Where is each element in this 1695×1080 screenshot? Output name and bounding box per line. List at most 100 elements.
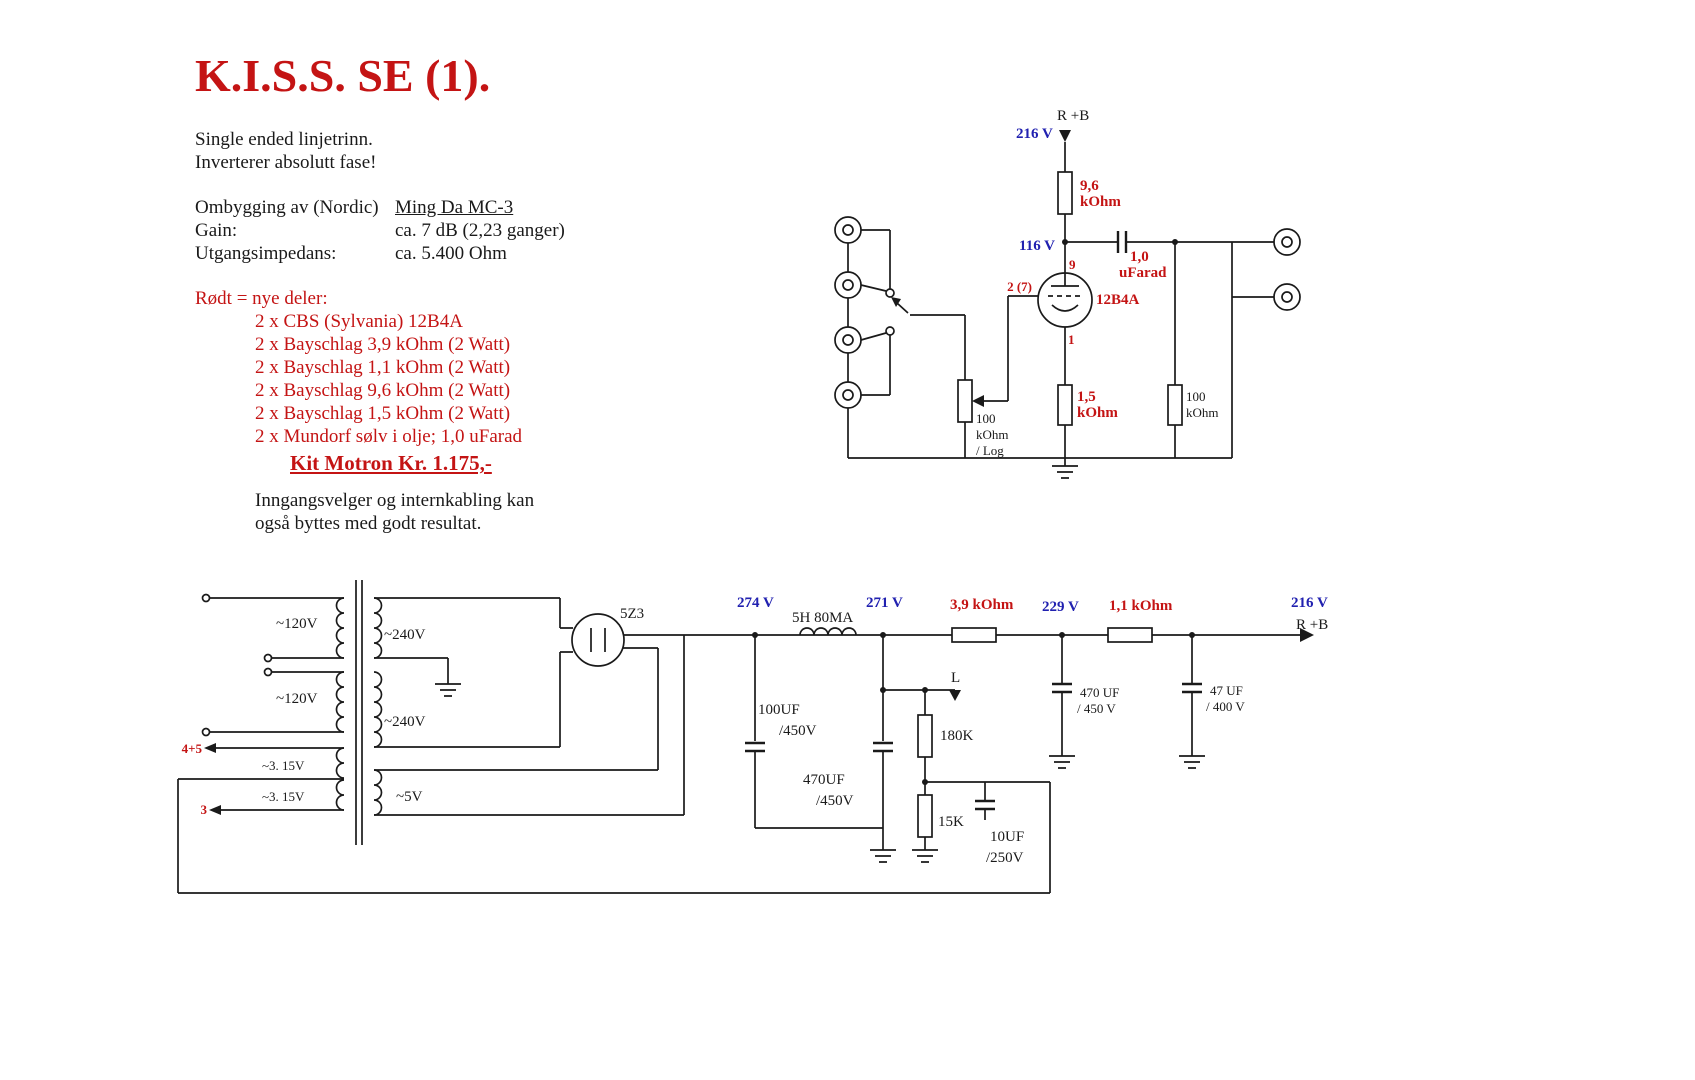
primary-terminal bbox=[263, 653, 273, 663]
rload-value: 100 bbox=[1186, 389, 1206, 404]
gain-label: Gain: bbox=[195, 220, 238, 241]
page-title: K.I.S.S. SE (1). bbox=[195, 50, 491, 101]
tap-4-5-label: 4+5 bbox=[182, 741, 203, 756]
resistor-15k bbox=[917, 794, 933, 838]
cap-10uf-value: 10UF bbox=[990, 829, 1024, 845]
junction-dot bbox=[922, 779, 928, 785]
impedance-value: ca. 5.400 Ohm bbox=[395, 243, 507, 264]
choke-label: 5H 80MA bbox=[792, 610, 853, 626]
tube-envelope bbox=[571, 613, 625, 667]
junction-dot bbox=[752, 632, 758, 638]
input-jacks bbox=[834, 216, 862, 409]
cap-value: 1,0 bbox=[1130, 249, 1149, 265]
junction-dot bbox=[1062, 239, 1068, 245]
resistor-15k-label: 15K bbox=[938, 814, 964, 830]
rect-heater-label: ~5V bbox=[396, 789, 423, 805]
cap-10uf bbox=[975, 799, 995, 811]
intro-line-1: Single ended linjetrinn. bbox=[195, 129, 373, 150]
ground-symbol bbox=[1179, 755, 1205, 769]
gain-value: ca. 7 dB (2,23 ganger) bbox=[395, 220, 565, 241]
triode-12b4a bbox=[1037, 272, 1093, 328]
voltage-116: 116 V bbox=[1019, 238, 1055, 254]
impedance-label: Utgangsimpedans: bbox=[195, 243, 337, 264]
ground-symbol bbox=[1052, 465, 1078, 479]
rebuild-value: Ming Da MC-3 bbox=[395, 197, 514, 218]
new-parts-block: Rødt = nye deler: 2 x CBS (Sylvania) 12B… bbox=[195, 287, 715, 475]
pot-value: 100 bbox=[976, 411, 996, 426]
cap-100uf-volt: /450V bbox=[779, 723, 817, 739]
tube-cathode bbox=[1051, 304, 1079, 312]
ground-symbol bbox=[912, 849, 938, 863]
spec-gain: Gain: ca. 7 dB (2,23 ganger) bbox=[195, 219, 715, 242]
cap-470uf-b-volt: / 450 V bbox=[1077, 701, 1116, 716]
rectifier-5z3 bbox=[571, 613, 625, 667]
pot-unit: kOhm bbox=[976, 427, 1009, 442]
spec-impedance: Utgangsimpedans: ca. 5.400 Ohm bbox=[195, 242, 715, 265]
cap-470uf-b bbox=[1052, 682, 1072, 694]
heater2-label: ~3. 15V bbox=[262, 789, 305, 804]
linestage-supply-label: R +B bbox=[1057, 108, 1089, 124]
cap-470uf-a-value: 470UF bbox=[803, 772, 845, 788]
cap-470uf-a bbox=[873, 741, 893, 753]
junction-dot bbox=[922, 687, 928, 693]
rail-output-arrow bbox=[1300, 628, 1314, 642]
volume-pot bbox=[957, 379, 973, 423]
rebuild-label: Ombygging av (Nordic) bbox=[195, 197, 379, 218]
text-column: K.I.S.S. SE (1). Single ended linjetrinn… bbox=[195, 50, 715, 535]
hv-winding-1 bbox=[373, 597, 383, 659]
pot-wiper-arrow bbox=[972, 395, 984, 407]
new-parts-heading: Rødt = nye deler: bbox=[195, 288, 328, 309]
voltage-216-rail: 216 V bbox=[1291, 595, 1328, 611]
primary-winding-1 bbox=[335, 597, 345, 659]
resistor-1k1 bbox=[1107, 627, 1153, 643]
part-item: 2 x Bayschlag 1,1 kOhm (2 Watt) bbox=[255, 357, 511, 378]
primary-terminal bbox=[201, 593, 211, 603]
specs-block: Ombygging av (Nordic) Ming Da MC-3 Gain:… bbox=[195, 196, 715, 265]
note-block: Inngangsvelger og internkabling kan også… bbox=[195, 489, 715, 535]
junction-dot bbox=[880, 687, 886, 693]
primary-terminal bbox=[263, 667, 273, 677]
voltage-274: 274 V bbox=[737, 595, 774, 611]
supply-arrow-down bbox=[1059, 130, 1071, 142]
heater1-label: ~3. 15V bbox=[262, 758, 305, 773]
primary2-label: ~120V bbox=[276, 691, 318, 707]
resistor-1k5 bbox=[1057, 384, 1073, 426]
note-line-1: Inngangsvelger og internkabling kan bbox=[255, 490, 535, 511]
junction-dot bbox=[1189, 632, 1195, 638]
cap-470uf-b-value: 470 UF bbox=[1080, 685, 1119, 700]
choke-coil bbox=[799, 627, 857, 636]
tap-4-5-arrow bbox=[204, 743, 216, 753]
resistor-9k6-unit: kOhm bbox=[1080, 194, 1121, 210]
ground-symbol bbox=[1049, 755, 1075, 769]
pin-1-label: 1 bbox=[1068, 332, 1075, 347]
resistor-180k bbox=[917, 714, 933, 758]
cap-10uf-volt: /250V bbox=[986, 850, 1024, 866]
l-output-label: L bbox=[951, 670, 960, 686]
part-item: 2 x Mundorf sølv i olje; 1,0 uFarad bbox=[255, 426, 523, 447]
primary-winding-2 bbox=[335, 671, 345, 733]
voltage-271: 271 V bbox=[866, 595, 903, 611]
tube-name-label: 12B4A bbox=[1096, 292, 1140, 308]
cap-100uf bbox=[745, 741, 765, 753]
intro-block: Single ended linjetrinn. Inverterer abso… bbox=[195, 128, 715, 174]
cap-unit: uFarad bbox=[1119, 265, 1167, 281]
voltage-216-top: 216 V bbox=[1016, 126, 1053, 142]
rload-unit: kOhm bbox=[1186, 405, 1219, 420]
junction-dot bbox=[1172, 239, 1178, 245]
resistor-1k1-label: 1,1 kOhm bbox=[1109, 598, 1173, 614]
cap-47uf bbox=[1182, 682, 1202, 694]
linestage-schematic: R +B 216 V 9,6 kOhm 116 V 1,0 uFarad 9 2… bbox=[834, 108, 1301, 479]
primary1-label: ~120V bbox=[276, 616, 318, 632]
cap-47uf-value: 47 UF bbox=[1210, 683, 1243, 698]
pot-taper: / Log bbox=[976, 443, 1004, 458]
hv-winding-2 bbox=[373, 671, 383, 748]
tap-3-label: 3 bbox=[201, 802, 208, 817]
tap-3-arrow bbox=[209, 805, 221, 815]
part-item: 2 x Bayschlag 3,9 kOhm (2 Watt) bbox=[255, 334, 511, 355]
note-line-2: også byttes med godt resultat. bbox=[255, 513, 482, 534]
hv2-label: ~240V bbox=[384, 714, 426, 730]
kit-price-line: Kit Motron Kr. 1.175,- bbox=[290, 451, 492, 475]
cap-47uf-volt: / 400 V bbox=[1206, 699, 1245, 714]
